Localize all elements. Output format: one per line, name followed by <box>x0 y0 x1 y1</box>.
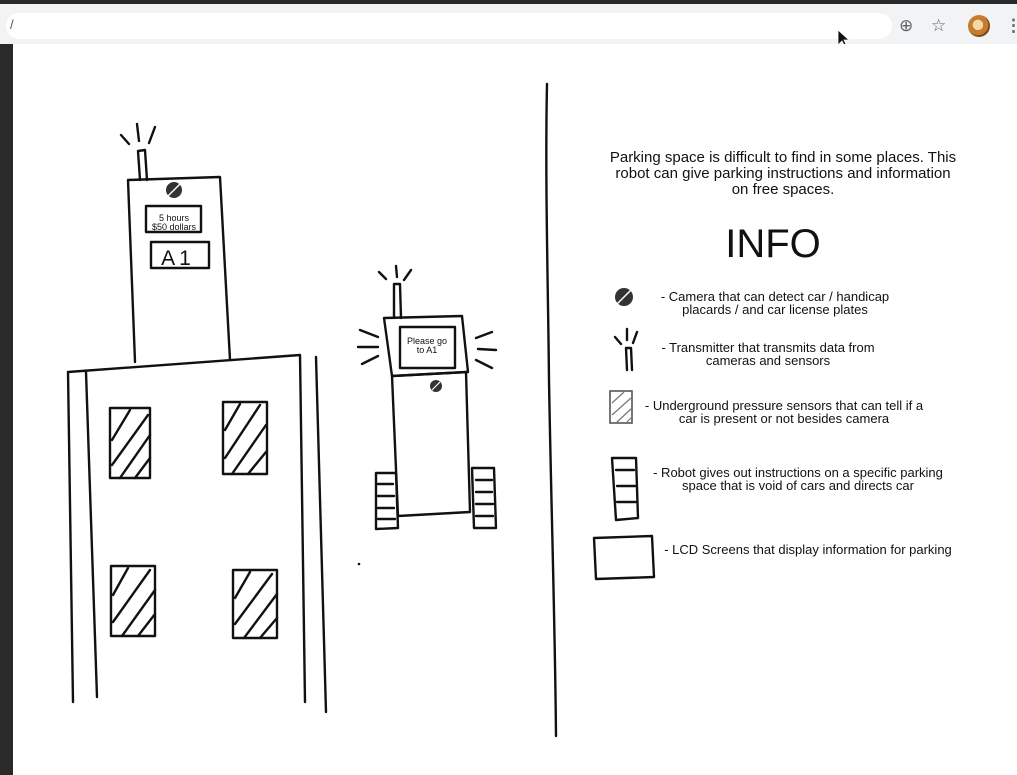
robot-wheel-left <box>376 473 398 529</box>
info-title: INFO <box>703 222 843 267</box>
legend-transmitter-text: - Transmitter that transmits data from c… <box>649 341 887 367</box>
star-icon[interactable]: ☆ <box>931 16 946 36</box>
legend-sensor-text: - Underground pressure sensors that can … <box>639 399 929 425</box>
pressure-sensor-icon <box>610 391 632 423</box>
parking-spot-label: A1 <box>161 247 195 270</box>
robot-camera-icon <box>430 380 442 392</box>
window-edge <box>0 44 13 775</box>
avatar[interactable] <box>968 15 990 37</box>
parking-structure <box>68 355 326 712</box>
pressure-sensor-3 <box>111 566 155 636</box>
url-text: / <box>10 17 14 32</box>
browser-toolbar: / ⊕ ☆ ⋮ <box>0 0 1017 44</box>
building-camera-icon <box>166 182 182 198</box>
lcd-screen-icon <box>594 536 654 579</box>
robot-icon <box>612 458 638 520</box>
robot-body <box>392 372 470 516</box>
legend-camera-text: - Camera that can detect car / handicap … <box>641 290 909 316</box>
address-bar[interactable]: / <box>6 13 892 39</box>
pressure-sensor-4 <box>233 570 277 638</box>
robot-wheel-right <box>472 468 496 528</box>
robot-antenna <box>379 266 411 318</box>
pressure-sensor-2 <box>223 402 267 474</box>
camera-icon <box>615 288 633 306</box>
transmitter-icon <box>615 329 637 370</box>
sign-line-2: $50 dollars <box>152 222 197 232</box>
pressure-sensor-1 <box>110 408 150 478</box>
divider-line <box>546 84 556 736</box>
building-transmitter-icon <box>121 124 155 180</box>
whiteboard-canvas[interactable]: 5 hours $50 dollars A1 Please go <box>13 44 1017 775</box>
robot-screen-line-2: to A1 <box>417 345 438 355</box>
intro-text: Parking space is difficult to find in so… <box>606 150 960 198</box>
more-icon[interactable]: ⋮ <box>1005 16 1017 36</box>
add-circle-icon[interactable]: ⊕ <box>899 16 913 36</box>
legend-lcd-text: - LCD Screens that display information f… <box>663 543 953 556</box>
legend-robot-text: - Robot gives out instructions on a spec… <box>643 466 953 492</box>
